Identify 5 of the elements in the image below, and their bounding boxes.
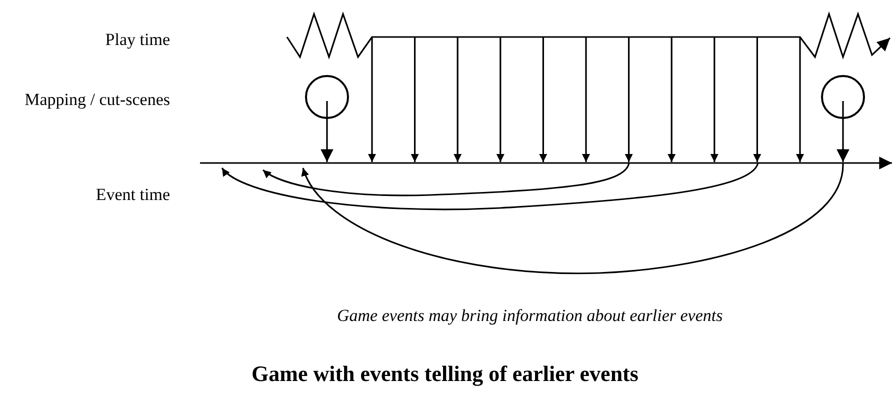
caption: Game events may bring information about earlier events — [337, 306, 723, 326]
diagram-title: Game with events telling of earlier events — [252, 361, 638, 387]
axis-label: Mapping / cut-scenes — [24, 89, 170, 111]
axis-label: Play time — [104, 29, 170, 51]
axis-label: Event time — [94, 184, 170, 206]
